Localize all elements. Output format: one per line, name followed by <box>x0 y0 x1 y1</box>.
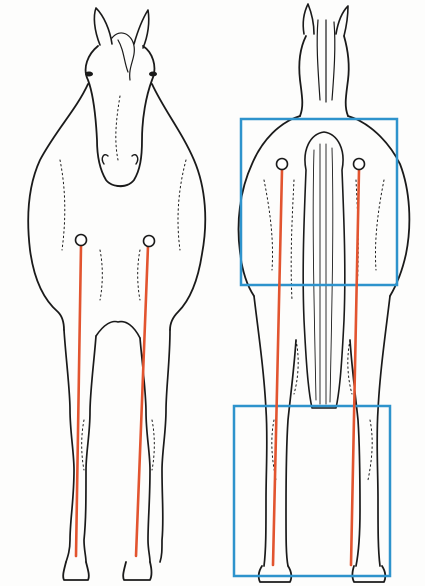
rear-left-ear <box>303 4 314 34</box>
front-chest <box>96 322 140 338</box>
rear-left-plumb-line <box>273 170 282 565</box>
plumb-lines <box>76 170 359 565</box>
rear-left-marker <box>277 159 288 170</box>
hocks-box <box>234 406 390 576</box>
front-left-eye <box>85 72 93 77</box>
rear-body-outline <box>239 116 410 296</box>
rear-view <box>239 4 410 582</box>
rear-right-hoof <box>353 566 386 582</box>
rear-tail <box>303 132 345 408</box>
front-right-marker <box>144 236 155 247</box>
markers <box>76 159 365 247</box>
rear-right-marker <box>354 159 365 170</box>
front-right-ear <box>134 10 149 48</box>
front-right-hoof <box>123 562 151 580</box>
rear-tail-hair <box>313 144 333 404</box>
front-head <box>86 46 155 186</box>
rear-head-neck <box>299 36 349 116</box>
front-forelock <box>112 33 134 80</box>
front-nostrils <box>102 155 137 164</box>
rear-mane <box>317 20 335 102</box>
front-left-hoof <box>63 562 89 580</box>
front-body-outline <box>28 84 205 330</box>
front-right-eye <box>149 72 157 77</box>
front-view <box>28 8 205 580</box>
front-mouth <box>108 182 132 187</box>
rear-boxes <box>234 119 397 576</box>
front-left-ear <box>94 8 112 45</box>
front-left-marker <box>76 235 87 246</box>
rear-right-ear <box>336 6 348 36</box>
hindquarters-box <box>241 119 397 285</box>
rear-left-hoof <box>259 566 292 582</box>
front-left-plumb-line <box>76 246 81 556</box>
